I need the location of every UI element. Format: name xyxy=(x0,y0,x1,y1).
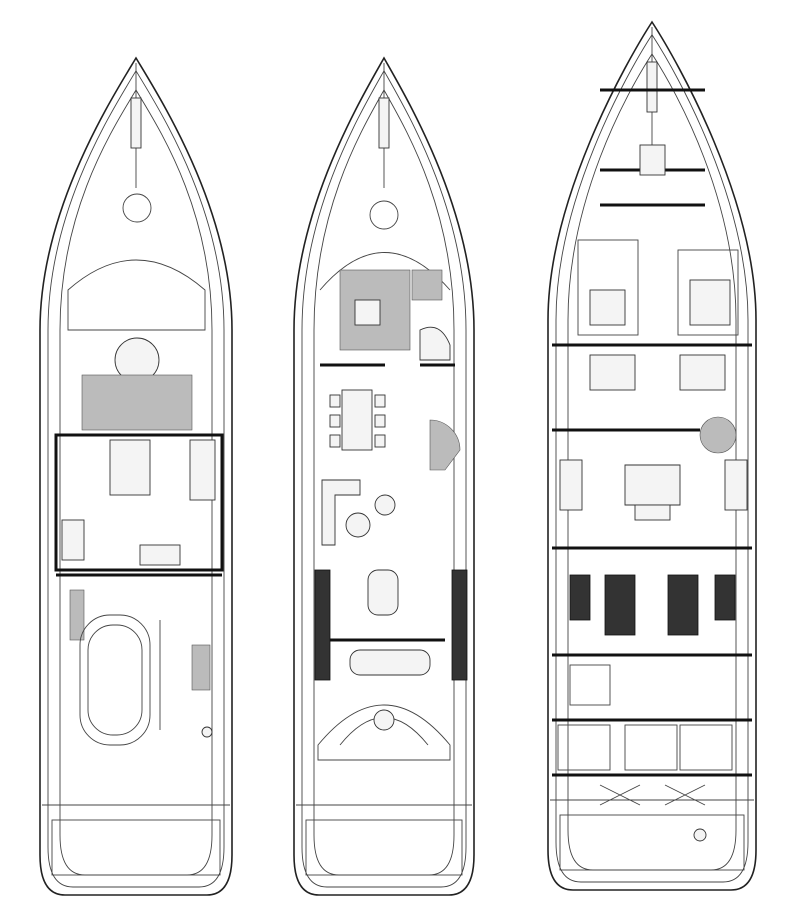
coffee-table xyxy=(345,512,371,538)
stairs xyxy=(191,644,211,691)
cabin-forward-stbd xyxy=(677,249,739,336)
chair xyxy=(329,394,341,408)
hatch xyxy=(122,193,152,223)
anchor-windlass xyxy=(378,97,390,149)
armchair xyxy=(374,494,396,516)
cabinet xyxy=(451,569,468,681)
hull-inner-line xyxy=(47,69,225,888)
lower-deck-plan xyxy=(547,20,757,891)
hull-outline xyxy=(39,56,233,896)
chair xyxy=(374,394,386,408)
swim-platform xyxy=(559,814,745,871)
engine-stbd xyxy=(667,574,699,636)
generator xyxy=(714,574,736,621)
head xyxy=(639,144,666,176)
bar xyxy=(189,439,216,501)
teak-deck xyxy=(81,374,193,431)
hull-inner-line xyxy=(301,69,467,888)
bbq xyxy=(61,519,85,561)
hatch xyxy=(369,200,399,230)
spiral-stairs xyxy=(699,416,737,454)
windscreen xyxy=(67,259,206,331)
hull-outline xyxy=(547,20,757,891)
stairs xyxy=(411,269,443,301)
cabin-forward-port xyxy=(577,239,639,336)
spiral-stairs xyxy=(429,419,461,471)
cabinet xyxy=(314,569,331,681)
tank xyxy=(679,724,733,771)
crane xyxy=(201,726,213,738)
chair xyxy=(374,434,386,448)
bed xyxy=(689,279,731,326)
fitting xyxy=(693,828,707,842)
deck-edge-line xyxy=(567,53,737,871)
flybridge-lounge xyxy=(54,433,224,572)
chair xyxy=(329,414,341,428)
bed-foot xyxy=(634,504,671,521)
flybridge-deck-plan xyxy=(39,56,233,896)
engine-port xyxy=(604,574,636,636)
sofa xyxy=(139,544,181,566)
steering-gear xyxy=(599,784,706,806)
generator xyxy=(569,574,591,621)
chair xyxy=(374,414,386,428)
anchor-windlass xyxy=(646,61,658,113)
settee xyxy=(559,459,583,511)
table xyxy=(373,709,395,731)
chair xyxy=(329,434,341,448)
swim-platform xyxy=(305,819,463,876)
stairs xyxy=(69,589,85,641)
swim-platform xyxy=(51,819,221,876)
aft-settee xyxy=(317,704,451,761)
hull-outline xyxy=(293,56,475,896)
table xyxy=(109,439,151,496)
helm-seat xyxy=(419,326,451,361)
master-bed xyxy=(624,464,681,506)
bed xyxy=(589,354,636,391)
table xyxy=(367,569,399,616)
anchor-windlass xyxy=(130,97,142,149)
desk xyxy=(724,459,748,511)
dining-table xyxy=(341,389,373,451)
galley-island xyxy=(354,299,381,326)
tender-inner xyxy=(87,624,143,736)
bed xyxy=(589,289,626,326)
tank xyxy=(624,724,678,771)
aft-table xyxy=(349,649,431,676)
bed xyxy=(679,354,726,391)
tender xyxy=(79,614,151,746)
hull-inner-line xyxy=(555,33,749,883)
crew-cabin xyxy=(569,664,611,706)
main-deck-plan xyxy=(293,56,475,896)
tank xyxy=(557,724,611,771)
l-sofa xyxy=(321,479,361,546)
